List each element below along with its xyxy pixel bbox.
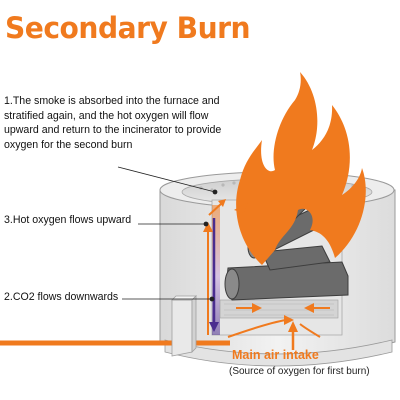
- label-pointer-lines: [117, 166, 218, 302]
- secondary-burn-arrows: [234, 199, 356, 213]
- hot-oxygen-upward-arrow: [203, 199, 226, 335]
- step-3-note: 3.Hot oxygen flows upward: [4, 214, 132, 226]
- co2-downward-arrow: [209, 218, 219, 332]
- flame-icon: [236, 72, 366, 265]
- main-air-intake-sublabel: (Source of oxygen for first burn): [229, 366, 370, 377]
- air-intake-block: [171, 295, 197, 357]
- main-air-intake-label: Main air intake: [232, 348, 319, 362]
- step-1-note: 1.The smoke is absorbed into the furnace…: [4, 95, 222, 151]
- diagram-title: Secondary Burn: [5, 11, 251, 45]
- step-2-note: 2.CO2 flows downwards: [4, 291, 119, 303]
- fire-grate: [219, 299, 339, 319]
